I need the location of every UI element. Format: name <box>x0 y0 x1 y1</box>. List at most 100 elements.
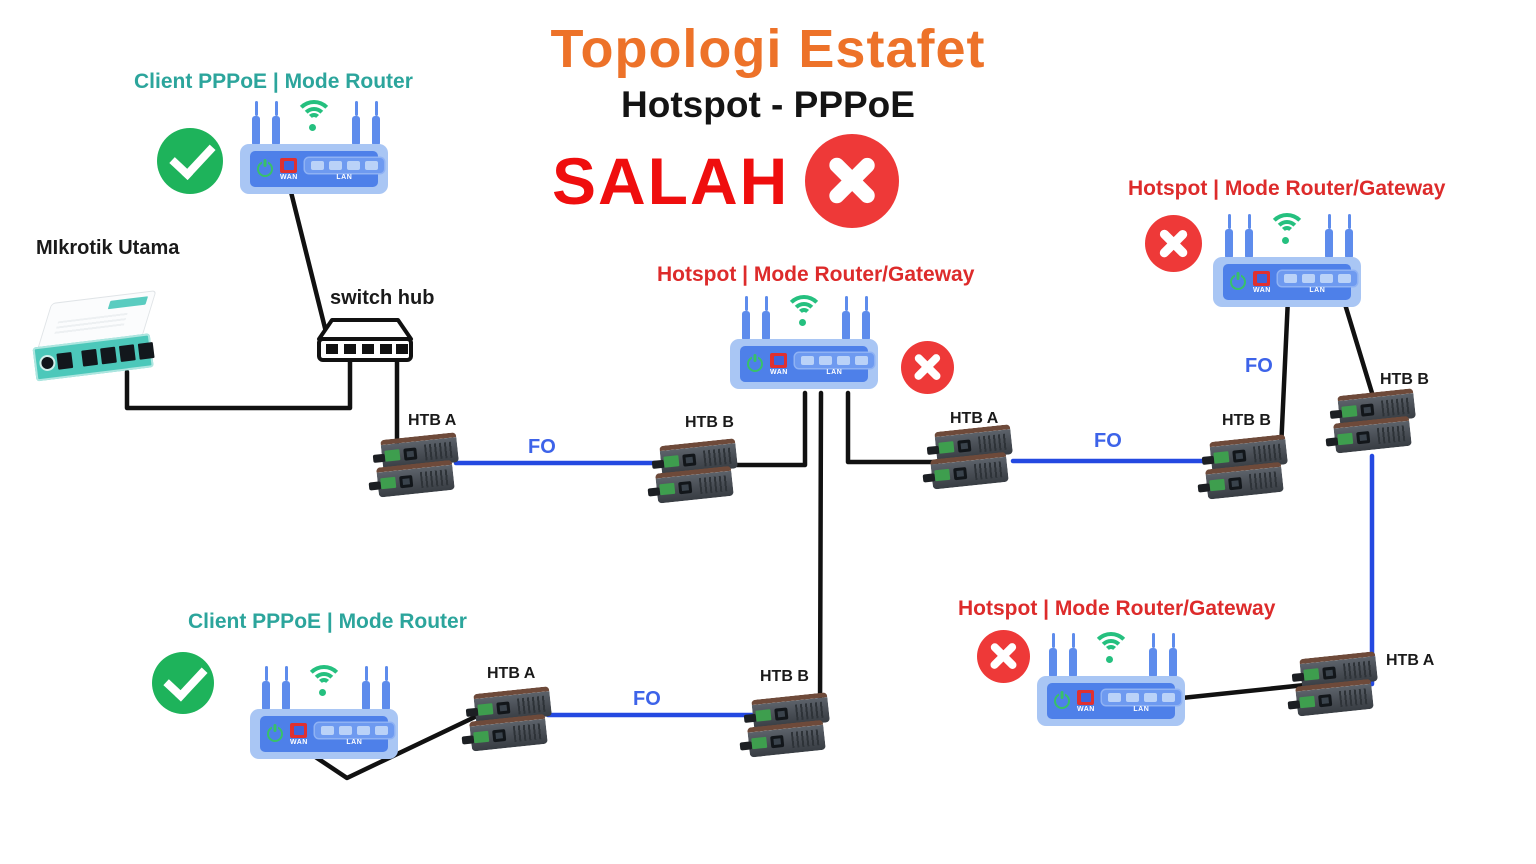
label-mikrotik: MIkrotik Utama <box>36 237 180 259</box>
antenna-icon <box>862 296 870 341</box>
antenna-icon <box>1345 214 1353 259</box>
cable-routermid-lan1-to-htb-b1 <box>734 390 808 468</box>
wan-label: WAN <box>280 173 298 181</box>
cable-mikrotik-to-switch <box>124 359 353 411</box>
wifi-icon <box>782 295 826 331</box>
htb-b-converter-stack <box>1325 388 1419 454</box>
htb-label: HTB B <box>685 414 734 431</box>
antenna-icon <box>762 296 770 341</box>
antenna-icon <box>1325 214 1333 259</box>
router-body: WAN LAN <box>1213 257 1361 307</box>
label-hotspot-bottomright: Hotspot | Mode Router/Gateway <box>958 597 1276 620</box>
power-icon <box>267 726 283 742</box>
cable-routertr-lan1-to-htb-b2 <box>1278 295 1291 452</box>
wifi-icon <box>302 665 346 701</box>
lan-label: LAN <box>346 738 363 746</box>
cross-circle-icon <box>901 341 954 394</box>
htb-a-converter-stack <box>461 686 555 752</box>
antenna-icon <box>362 666 370 711</box>
page-title: Topologi Estafet <box>550 19 986 79</box>
wifi-icon <box>292 100 336 136</box>
htb-b-converter-stack <box>647 438 741 504</box>
antenna-icon <box>282 666 290 711</box>
wifi-router-client-top: WAN LAN <box>240 98 388 194</box>
label-switch-hub: switch hub <box>330 287 435 309</box>
htb-a-converter-stack <box>1287 651 1381 717</box>
wan-port <box>290 722 308 738</box>
router-body: WAN LAN <box>240 144 388 194</box>
wifi-icon <box>1089 632 1133 668</box>
ethernet-port <box>137 341 155 360</box>
antenna-icon <box>842 296 850 341</box>
antenna-icon <box>1225 214 1233 259</box>
antenna-icon <box>382 666 390 711</box>
cable-client-top-wan-to-switch <box>285 177 331 343</box>
check-circle-icon <box>152 652 214 714</box>
lan-ports <box>1277 270 1357 286</box>
wifi-router-client-bottom: WAN LAN <box>250 663 398 759</box>
htb-label: HTB A <box>950 410 999 427</box>
antenna-icon <box>252 101 260 146</box>
router-body: WAN LAN <box>250 709 398 759</box>
label-hotspot-mid: Hotspot | Mode Router/Gateway <box>657 263 975 286</box>
cross-circle-icon <box>805 134 900 228</box>
cross-circle-icon <box>1145 215 1202 272</box>
htb-label: HTB B <box>1222 412 1271 429</box>
lan-label: LAN <box>1133 705 1150 713</box>
htb-b-converter-stack <box>739 692 833 758</box>
cross-circle-icon <box>977 630 1030 683</box>
router-body: WAN LAN <box>1037 676 1185 726</box>
wifi-router-hotspot-mid: WAN LAN <box>730 293 878 389</box>
wan-label: WAN <box>770 368 788 376</box>
mikrotik-router <box>25 288 165 391</box>
ethernet-port <box>100 346 117 365</box>
lan-label: LAN <box>826 368 843 376</box>
label-client-top: Client PPPoE | Mode Router <box>134 70 413 93</box>
power-jack-icon <box>40 356 55 370</box>
verdict-text: SALAH <box>552 144 790 218</box>
wan-port <box>1253 270 1271 286</box>
ethernet-port <box>56 351 74 370</box>
lan-ports <box>314 722 394 738</box>
fiber-label: FO <box>1245 355 1273 377</box>
wan-port <box>280 157 298 173</box>
verdict-row: SALAH <box>552 134 900 228</box>
antenna-icon <box>1069 633 1077 678</box>
wan-label: WAN <box>290 738 308 746</box>
lan-label: LAN <box>336 173 353 181</box>
wifi-router-hotspot-bottomright: WAN LAN <box>1037 630 1185 726</box>
antenna-icon <box>1049 633 1057 678</box>
check-circle-icon <box>157 128 223 194</box>
wan-label: WAN <box>1253 286 1271 294</box>
antenna-icon <box>1169 633 1177 678</box>
lan-ports <box>304 157 384 173</box>
antenna-icon <box>272 101 280 146</box>
fiber-label: FO <box>633 688 661 710</box>
fiber-label: FO <box>528 436 556 458</box>
lan-label: LAN <box>1309 286 1326 294</box>
power-icon <box>1054 693 1070 709</box>
htb-label: HTB A <box>1386 652 1435 669</box>
cable-routermid-lan3-to-htb-a2 <box>845 390 940 465</box>
htb-b-converter-stack <box>1197 434 1291 500</box>
htb-label: HTB B <box>760 668 809 685</box>
antenna-icon <box>372 101 380 146</box>
lan-ports <box>1101 689 1181 705</box>
antenna-icon <box>1245 214 1253 259</box>
fiber-label: FO <box>1094 430 1122 452</box>
wan-port <box>1077 689 1095 705</box>
antenna-icon <box>352 101 360 146</box>
antenna-icon <box>742 296 750 341</box>
cable-routertr-lan4-to-htb-b3 <box>1338 288 1375 396</box>
power-icon <box>257 161 273 177</box>
wifi-icon <box>1265 213 1309 249</box>
htb-label: HTB A <box>408 412 457 429</box>
ethernet-port <box>118 344 136 363</box>
htb-a-converter-stack <box>922 424 1016 490</box>
router-body: WAN LAN <box>730 339 878 389</box>
htb-label: HTB A <box>487 665 536 682</box>
ethernet-port <box>81 348 99 367</box>
power-icon <box>1230 274 1246 290</box>
cable-routermid-lan2-to-htb-b4 <box>817 390 824 717</box>
